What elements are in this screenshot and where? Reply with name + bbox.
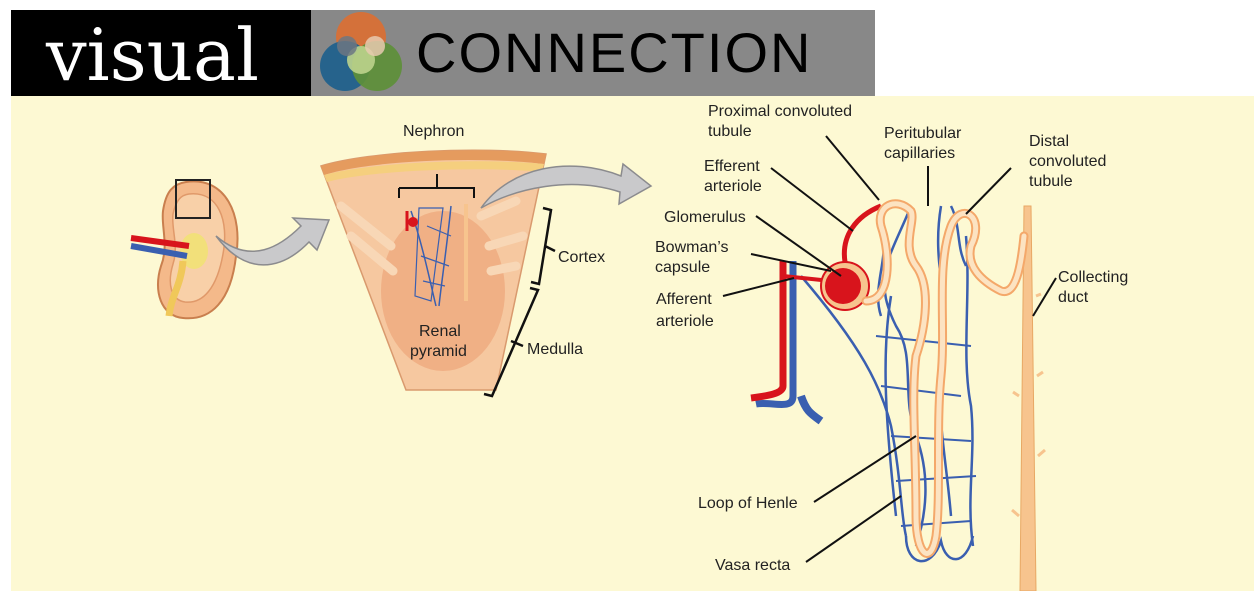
- label-afferent-line2: arteriole: [656, 313, 714, 330]
- label-peritubular-line1: Peritubular: [884, 125, 962, 142]
- nephron-detail: [751, 204, 1045, 591]
- label-nephron: Nephron: [403, 123, 464, 140]
- cortex-bracket: [531, 208, 555, 284]
- kidney-nephron-diagram: Nephron Cortex Medulla Renal pyramid Pro…: [11, 96, 1254, 591]
- diagram-panel: Nephron Cortex Medulla Renal pyramid Pro…: [11, 96, 1254, 591]
- label-distal-line2: convoluted: [1029, 153, 1106, 170]
- label-distal-line1: Distal: [1029, 133, 1069, 150]
- venn-logo-icon: [311, 10, 421, 96]
- label-cortex: Cortex: [558, 249, 605, 266]
- label-proximal-line1: Proximal convoluted: [708, 103, 852, 120]
- label-collecting-line2: duct: [1058, 289, 1089, 306]
- label-afferent-line1: Afferent: [656, 291, 712, 308]
- label-proximal-line2: tubule: [708, 123, 752, 140]
- label-medulla: Medulla: [527, 341, 583, 358]
- label-distal-line3: tubule: [1029, 173, 1073, 190]
- kidney-illustration: [131, 180, 238, 318]
- label-peritubular-line2: capillaries: [884, 145, 955, 162]
- label-efferent-line2: arteriole: [704, 178, 762, 195]
- label-vasa-recta: Vasa recta: [715, 557, 790, 574]
- banner-word-visual: visual: [46, 12, 259, 98]
- label-bowman-line1: Bowman’s: [655, 239, 729, 256]
- label-loop-of-henle: Loop of Henle: [698, 495, 798, 512]
- label-renal-pyramid-line2: pyramid: [410, 343, 467, 360]
- banner-word-connection: CONNECTION: [416, 10, 812, 96]
- label-renal-pyramid-line1: Renal: [419, 323, 461, 340]
- label-glomerulus: Glomerulus: [664, 209, 746, 226]
- label-efferent-line1: Efferent: [704, 158, 760, 175]
- visual-connection-banner: visual CONNECTION: [11, 10, 875, 96]
- label-bowman-line2: capsule: [655, 259, 710, 276]
- label-collecting-line1: Collecting: [1058, 269, 1128, 286]
